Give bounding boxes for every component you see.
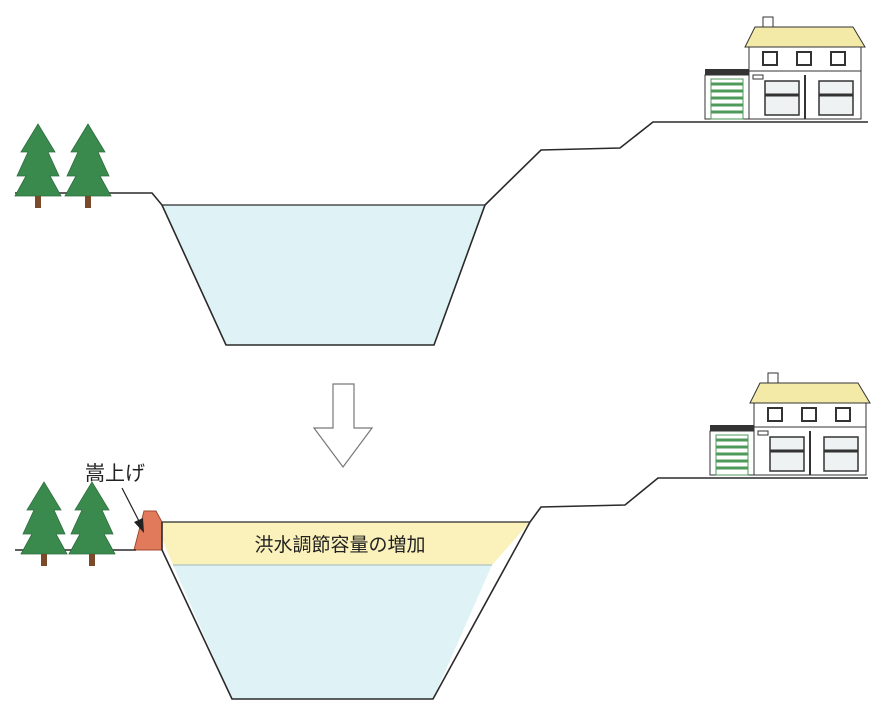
house-icon [708,371,872,477]
capacity-label: 洪水調節容量の増加 [254,534,425,556]
raised-capacity-band [155,522,530,565]
raise-pointer-head [134,518,144,533]
down-arrow-icon [312,383,374,469]
tree-icon [14,123,62,209]
house-icon [703,15,867,121]
tree-icon [68,481,116,567]
after-panel: 嵩上げ 洪水調節容量の増加 [15,371,872,700]
raise-pointer-line [121,487,142,526]
ground-profile-before [15,121,868,346]
raise-label: 嵩上げ [85,461,145,485]
before-panel [14,15,868,346]
tree-icon [64,123,112,209]
embankment-raise [133,510,163,551]
reservoir-water-before [162,205,485,345]
tree-icon [20,481,68,567]
reservoir-water-after [173,565,492,699]
